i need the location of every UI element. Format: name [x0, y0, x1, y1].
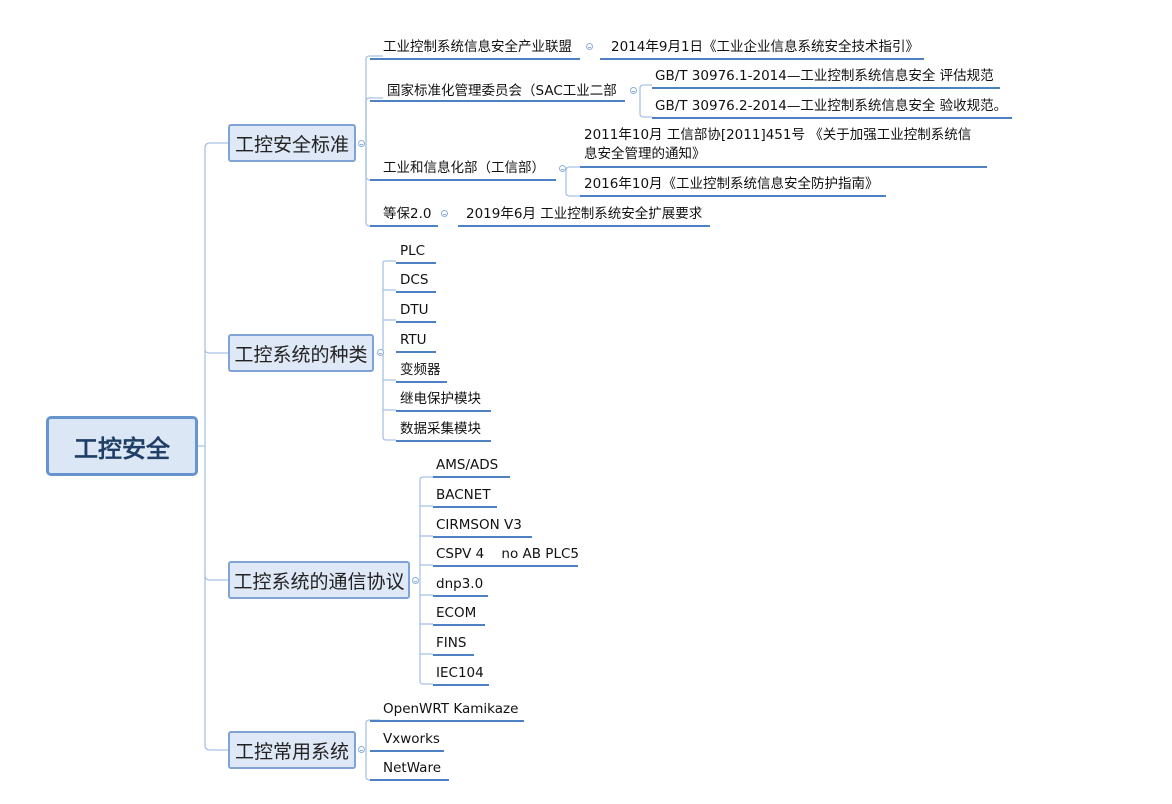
- list-item[interactable]: 数据采集模块: [400, 421, 481, 437]
- standard-alliance-guide[interactable]: 2014年9月1日《工业企业信息系统安全技术指引》: [611, 39, 920, 55]
- list-item[interactable]: ECOM: [436, 605, 477, 621]
- list-item[interactable]: BACNET: [436, 487, 491, 503]
- node-standards[interactable]: 工控安全标准: [228, 124, 356, 162]
- standard-dengbao[interactable]: 等保2.0: [383, 206, 432, 222]
- list-item[interactable]: 变频器: [400, 362, 441, 378]
- list-item[interactable]: Vxworks: [383, 731, 440, 747]
- collapse-toggle-icon[interactable]: [412, 577, 419, 584]
- collapse-toggle-icon[interactable]: [358, 746, 365, 753]
- list-item[interactable]: FINS: [436, 635, 467, 651]
- list-item[interactable]: PLC: [400, 243, 426, 259]
- node-protocols[interactable]: 工控系统的通信协议: [228, 561, 410, 599]
- standard-miit[interactable]: 工业和信息化部（工信部）: [383, 160, 545, 176]
- list-item[interactable]: OpenWRT Kamikaze: [383, 701, 519, 717]
- list-item[interactable]: DCS: [400, 272, 429, 288]
- collapse-toggle-icon[interactable]: [586, 43, 593, 50]
- list-item[interactable]: dnp3.0: [436, 576, 484, 592]
- standard-dengbao-ext[interactable]: 2019年6月 工业控制系统安全扩展要求: [466, 206, 703, 222]
- collapse-toggle-icon[interactable]: [630, 87, 637, 94]
- standard-sac-gbt2[interactable]: GB/T 30976.2-2014—工业控制系统信息安全 验收规范。: [655, 98, 1008, 114]
- list-item[interactable]: 继电保护模块: [400, 391, 481, 407]
- node-common-systems[interactable]: 工控常用系统: [228, 731, 356, 769]
- list-item[interactable]: AMS/ADS: [436, 457, 499, 473]
- node-system-types[interactable]: 工控系统的种类: [228, 334, 374, 372]
- collapse-toggle-icon[interactable]: [377, 349, 384, 356]
- standard-sac[interactable]: 国家标准化管理委员会（SAC工业二部: [387, 83, 617, 99]
- list-item[interactable]: CSPV 4 no AB PLC5: [436, 546, 579, 562]
- list-item[interactable]: CIRMSON V3: [436, 517, 522, 533]
- standard-sac-gbt1[interactable]: GB/T 30976.1-2014—工业控制系统信息安全 评估规范: [655, 68, 994, 84]
- collapse-toggle-icon[interactable]: [441, 210, 448, 217]
- standard-miit-guide[interactable]: 2016年10月《工业控制系统信息安全防护指南》: [584, 176, 879, 192]
- list-item[interactable]: IEC104: [436, 665, 484, 681]
- list-item[interactable]: RTU: [400, 332, 427, 348]
- root-node[interactable]: 工控安全: [46, 416, 198, 476]
- standard-miit-notice[interactable]: 2011年10月 工信部协[2011]451号 《关于加强工业控制系统信息安全管…: [584, 127, 972, 162]
- standard-alliance[interactable]: 工业控制系统信息安全产业联盟: [383, 39, 572, 55]
- collapse-toggle-icon[interactable]: [559, 165, 566, 172]
- list-item[interactable]: NetWare: [383, 760, 442, 776]
- collapse-toggle-icon[interactable]: [358, 140, 365, 147]
- list-item[interactable]: DTU: [400, 302, 429, 318]
